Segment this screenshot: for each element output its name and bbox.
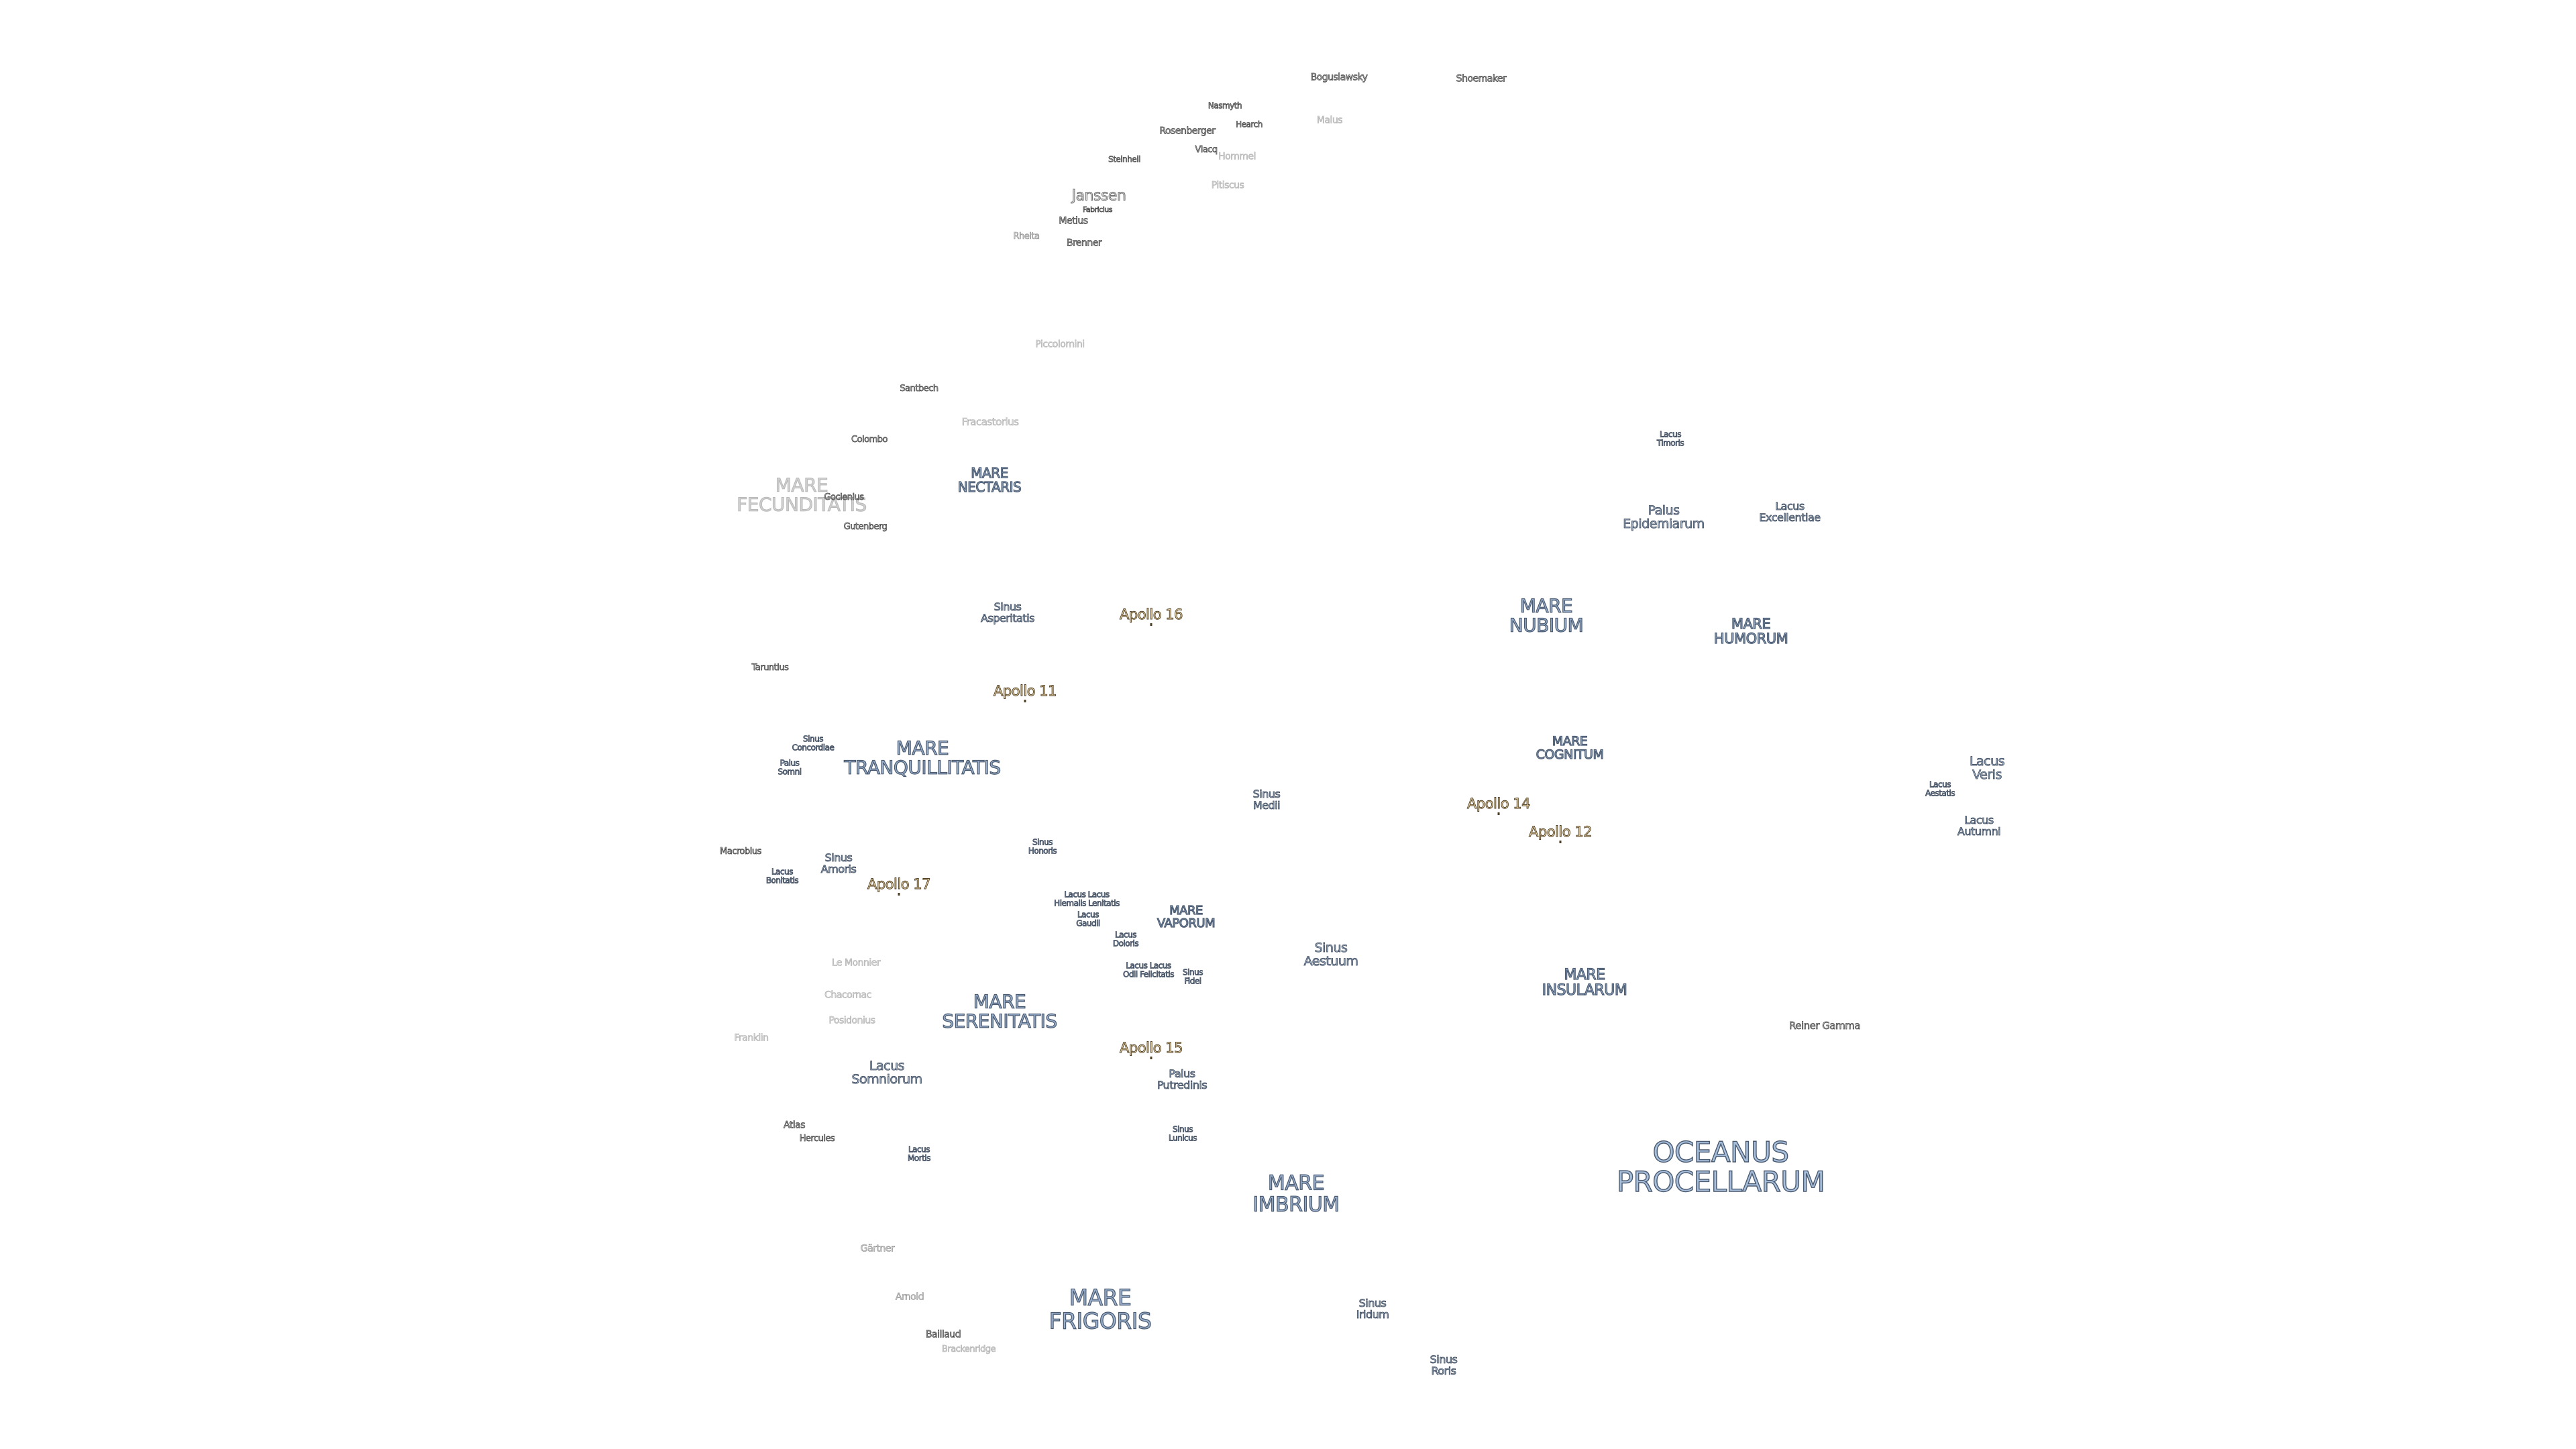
crater-brackenridge-label[interactable]: Brackenridge [941,1344,996,1355]
mare-serenitatis-label[interactable]: MARE SERENITATIS [942,990,1058,1032]
sinus-honoris-label[interactable]: Sinus Honoris [1028,837,1057,855]
apollo-12-marker[interactable] [1559,841,1562,843]
apollo-15-marker[interactable] [1150,1057,1152,1059]
lacus-excellentiae-label[interactable]: Lacus Excellentiae [1759,500,1821,524]
crater-hearch-label[interactable]: Hearch [1236,119,1263,129]
apollo-17-marker[interactable] [898,893,900,896]
apollo-16-label[interactable]: Apollo 16 [1120,606,1183,623]
crater-nasmyth-label[interactable]: Nasmyth [1208,101,1242,111]
lacus-autumni-label[interactable]: Lacus Autumni [1957,814,2001,838]
crater-chacornac-label[interactable]: Chacornac [824,989,872,1001]
apollo-11-label[interactable]: Apollo 11 [994,682,1057,699]
mare-vaporum-label[interactable]: MARE VAPORUM [1157,904,1216,930]
lacus-mortis-label[interactable]: Lacus Mortis [908,1144,931,1163]
crater-atlas-label[interactable]: Atlas [783,1120,806,1131]
oceanus-procellarum-label[interactable]: OCEANUS PROCELLARUM [1616,1135,1825,1198]
crater-colombo-label[interactable]: Colombo [851,435,888,445]
lacus-bonitatis-label[interactable]: Lacus Bonitatis [765,867,799,885]
crater-malus-label[interactable]: Malus [1316,115,1343,126]
crater-arnold-label[interactable]: Arnold [895,1291,924,1303]
mare-frigoris-label[interactable]: MARE FRIGORIS [1049,1284,1152,1334]
crater-brenner-label[interactable]: Brenner [1066,237,1102,249]
sinus-fidei-label[interactable]: Sinus Fidei [1183,967,1203,985]
apollo-14-marker[interactable] [1497,812,1500,815]
crater-rheita-label[interactable]: Rheita [1013,231,1040,242]
crater-le-monnier-label[interactable]: Le Monnier [831,957,881,969]
crater-reiner-gamma-label[interactable]: Reiner Gamma [1788,1020,1861,1032]
lacus-aestatis-label[interactable]: Lacus Aestatis [1925,780,1955,798]
apollo-11-marker[interactable] [1024,700,1026,702]
crater-steinheil-label[interactable]: Steinheil [1108,154,1141,164]
mare-insularum-label[interactable]: MARE INSULARUM [1542,966,1627,999]
lacus-veris-label[interactable]: Lacus Veris [1969,754,2005,782]
sinus-roris-label[interactable]: Sinus Roris [1430,1353,1458,1377]
apollo-15-label[interactable]: Apollo 15 [1120,1039,1183,1056]
palus-somni-label[interactable]: Palus Somni [777,758,802,776]
sinus-amoris-label[interactable]: Sinus Amoris [820,851,857,875]
crater-macrobius-label[interactable]: Macrobius [720,847,762,857]
lacus-somniorum-label[interactable]: Lacus Somniorum [851,1059,922,1087]
lacus-lenitatis-label[interactable]: Lacus Lacus Hiemalis Lenitatis [1054,890,1120,908]
lacus-gaudii-label[interactable]: Lacus Gaudii [1076,910,1101,928]
lacus-doloris-label[interactable]: Lacus Doloris [1112,930,1139,948]
mare-humorum-label[interactable]: MARE HUMORUM [1713,615,1788,647]
apollo-16-marker[interactable] [1150,623,1152,626]
crater-vlacq-label[interactable]: Vlacq [1195,145,1218,156]
crater-fracastorius-label[interactable]: Fracastorius [961,416,1019,429]
apollo-14-label[interactable]: Apollo 14 [1467,795,1531,812]
crater-metius-label[interactable]: Metius [1059,215,1088,227]
crater-pitiscus-label[interactable]: Pitiscus [1211,180,1244,191]
sinus-concordiae-label[interactable]: Sinus Concordiae [792,734,835,752]
crater-santbech-label[interactable]: Santbech [900,384,938,394]
mare-nubium-label[interactable]: MARE NUBIUM [1509,594,1584,637]
crater-janssen-label[interactable]: Janssen [1071,187,1126,205]
crater-gutenberg-label[interactable]: Gutenberg [843,522,888,533]
crater-taruntius-label[interactable]: Taruntius [751,663,789,674]
apollo-17-label[interactable]: Apollo 17 [867,875,931,892]
crater-goclenius-label[interactable]: Goclenius [824,492,864,503]
mare-tranquillitatis-label[interactable]: MARE TRANQUILLITATIS [844,737,1002,779]
crater-hommel-label[interactable]: Hommel [1218,151,1256,162]
sinus-medii-label[interactable]: Sinus Medii [1252,788,1281,812]
palus-putredinis-label[interactable]: Palus Putredinis [1157,1067,1208,1091]
crater-fabricius-label[interactable]: Fabricius [1083,205,1113,215]
palus-epidemiarum-label[interactable]: Palus Epidemiarum [1623,503,1705,531]
mare-fecunditatis-label[interactable]: MARE FECUNDITATIS [737,474,867,516]
crater-piccolomini-label[interactable]: Piccolomini [1035,339,1085,350]
crater-gartner-label[interactable]: Gärtner [860,1243,895,1254]
crater-shoemaker-label[interactable]: Shoemaker [1456,73,1507,85]
crater-posidonius-label[interactable]: Posidonius [828,1015,875,1026]
crater-hercules-label[interactable]: Hercules [799,1134,835,1144]
sinus-aestuum-label[interactable]: Sinus Aestuum [1303,941,1358,969]
crater-baillaud-label[interactable]: Baillaud [925,1329,961,1340]
crater-boguslawsky-label[interactable]: Boguslawsky [1310,72,1368,83]
crater-franklin-label[interactable]: Franklin [734,1032,769,1044]
apollo-12-label[interactable]: Apollo 12 [1529,823,1593,840]
lacus-odii-label[interactable]: Lacus Lacus Odii Felicitatis [1122,961,1175,979]
lacus-timoris-label[interactable]: Lacus Timoris [1656,429,1684,447]
mare-imbrium-label[interactable]: MARE IMBRIUM [1252,1171,1340,1216]
mare-nectaris-label[interactable]: MARE NECTARIS [957,465,1022,495]
sinus-iridum-label[interactable]: Sinus Iridum [1356,1297,1389,1321]
crater-rosenberger-label[interactable]: Rosenberger [1159,125,1216,137]
mare-cognitum-label[interactable]: MARE COGNITUM [1536,734,1604,762]
sinus-lunicus-label[interactable]: Sinus Lunicus [1169,1124,1197,1142]
sinus-asperitatis-label[interactable]: Sinus Asperitatis [981,600,1035,625]
